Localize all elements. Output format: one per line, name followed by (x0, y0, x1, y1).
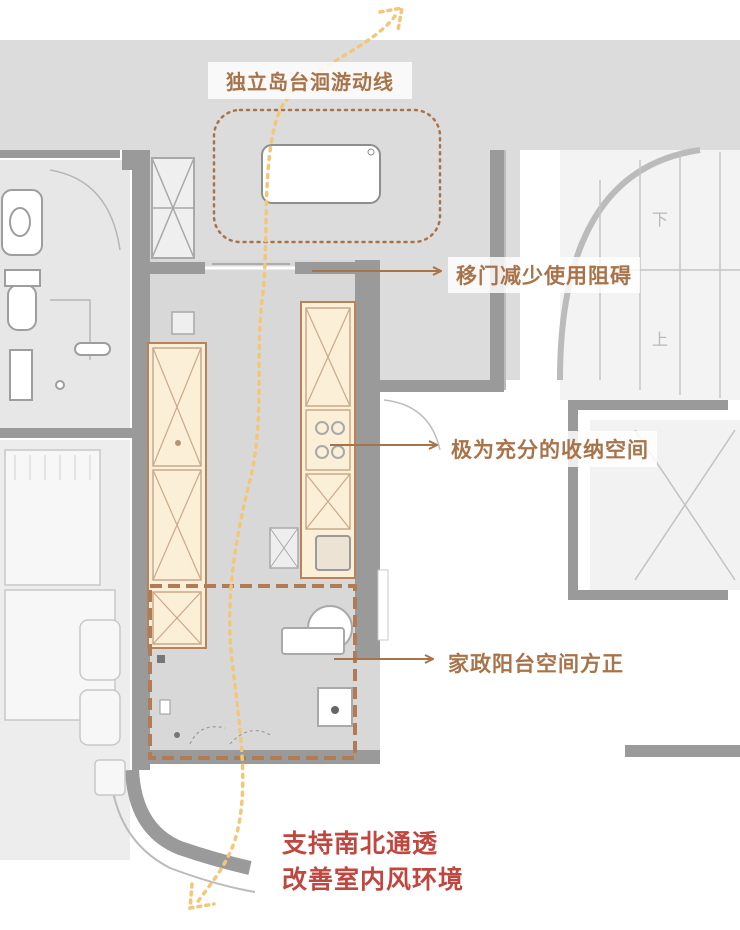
island-dotted-outline (212, 108, 442, 244)
ventilation-line-2: 改善室内风环境 (282, 865, 465, 894)
balcony-label: 家政阳台空间方正 (440, 645, 632, 681)
airflow-arrow-south (188, 882, 216, 911)
stair-up-mark: 上 (652, 330, 668, 349)
walls (0, 150, 740, 770)
airflow-arrow-north (378, 5, 405, 32)
curved-outer-line (109, 769, 256, 893)
stair-down-mark: 下 (652, 210, 668, 229)
stair-curve (557, 147, 701, 381)
balcony-dashed-outline (148, 584, 357, 760)
left-counter-storage (147, 342, 207, 649)
right-counter-storage (300, 301, 356, 579)
ventilation-line-1: 支持南北通透 (282, 829, 439, 858)
island-label: 独立岛台洄游动线 (208, 62, 412, 99)
wardrobe-lines (14, 455, 91, 480)
sliding-door-label: 移门减少使用阻碍 (448, 257, 640, 293)
storage-label: 极为充分的收纳空间 (443, 431, 657, 467)
tall-cabinet (151, 157, 195, 259)
island-counter (261, 144, 381, 204)
ventilation-text: 支持南北通透 改善室内风环境 (282, 826, 464, 898)
balcony-fixtures (157, 605, 353, 738)
bedroom-furniture (4, 449, 126, 796)
bathroom-fixtures (1, 189, 65, 401)
